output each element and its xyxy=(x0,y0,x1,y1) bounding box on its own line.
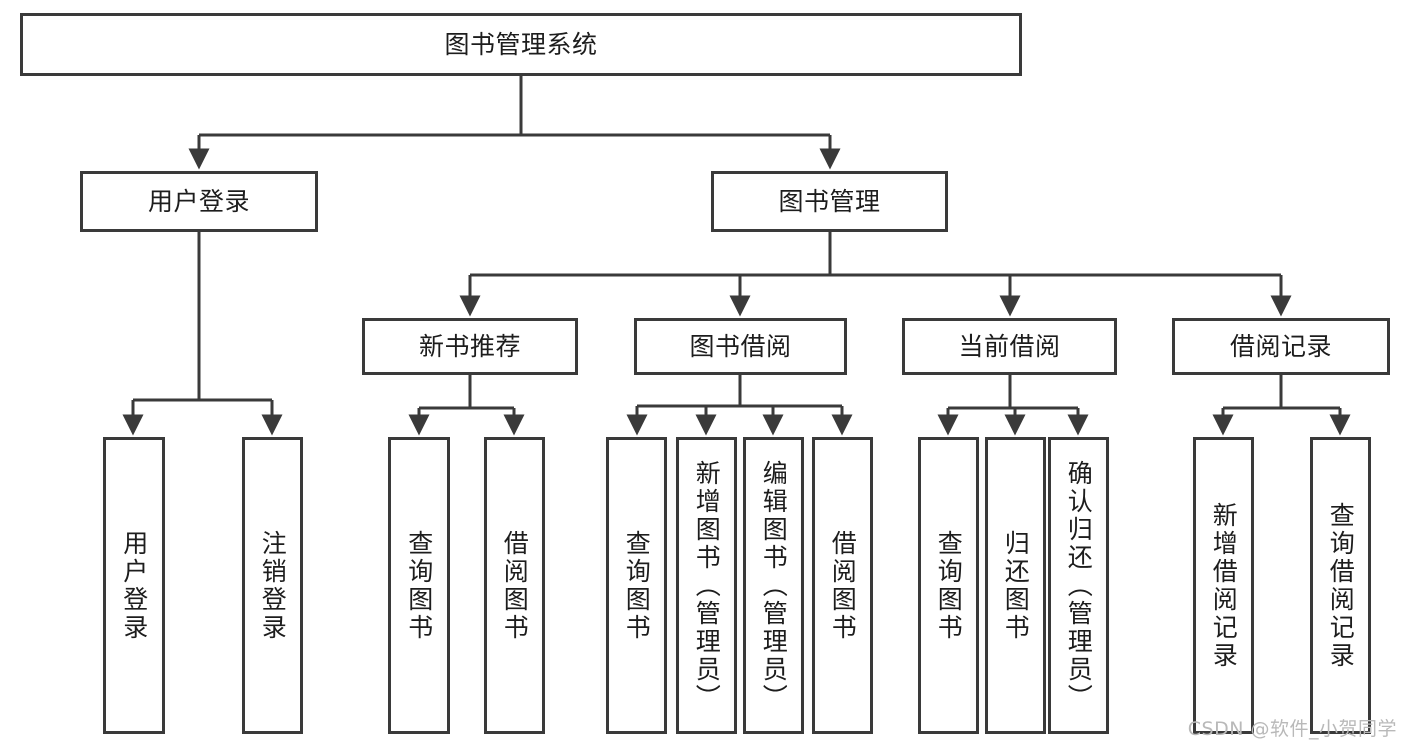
node-leaf-borrow-book-1[interactable]: 借阅图书 xyxy=(484,437,545,734)
node-leaf-return-book-label: 归还图书 xyxy=(1001,529,1031,642)
node-leaf-user-login-label: 用户登录 xyxy=(119,529,149,642)
node-leaf-add-record-label: 新增借阅记录 xyxy=(1209,501,1239,670)
node-borrow-record[interactable]: 借阅记录 xyxy=(1172,318,1390,375)
node-leaf-query-record-label: 查询借阅记录 xyxy=(1326,501,1356,670)
node-new-book-recommend[interactable]: 新书推荐 xyxy=(362,318,578,375)
node-leaf-query-book-2[interactable]: 查询图书 xyxy=(606,437,667,734)
node-leaf-query-record[interactable]: 查询借阅记录 xyxy=(1310,437,1371,734)
node-borrow-record-label: 借阅记录 xyxy=(1229,331,1332,361)
node-user-login[interactable]: 用户登录 xyxy=(80,171,318,232)
node-leaf-borrow-book-2[interactable]: 借阅图书 xyxy=(812,437,873,734)
node-leaf-query-book-3-label: 查询图书 xyxy=(934,529,964,642)
node-leaf-add-book-label: 新增图书（管理员） xyxy=(692,459,722,712)
node-root-label: 图书管理系统 xyxy=(444,29,598,59)
node-book-borrow-label: 图书借阅 xyxy=(689,331,792,361)
node-leaf-logout-login[interactable]: 注销登录 xyxy=(242,437,303,734)
node-leaf-edit-book-label: 编辑图书（管理员） xyxy=(759,459,789,712)
node-leaf-query-book-2-label: 查询图书 xyxy=(622,529,652,642)
node-leaf-borrow-book-1-label: 借阅图书 xyxy=(500,529,530,642)
node-leaf-edit-book[interactable]: 编辑图书（管理员） xyxy=(743,437,804,734)
node-leaf-logout-login-label: 注销登录 xyxy=(258,529,288,642)
node-leaf-borrow-book-2-label: 借阅图书 xyxy=(828,529,858,642)
node-current-borrow[interactable]: 当前借阅 xyxy=(902,318,1117,375)
node-leaf-query-book-1[interactable]: 查询图书 xyxy=(388,437,450,734)
node-book-borrow[interactable]: 图书借阅 xyxy=(634,318,847,375)
node-new-book-recommend-label: 新书推荐 xyxy=(418,331,521,361)
node-leaf-confirm-return-label: 确认归还（管理员） xyxy=(1064,459,1094,712)
node-leaf-add-record[interactable]: 新增借阅记录 xyxy=(1193,437,1254,734)
node-leaf-query-book-3[interactable]: 查询图书 xyxy=(918,437,979,734)
node-root-book-management-system[interactable]: 图书管理系统 xyxy=(20,13,1022,76)
node-leaf-query-book-1-label: 查询图书 xyxy=(404,529,434,642)
node-leaf-confirm-return[interactable]: 确认归还（管理员） xyxy=(1048,437,1109,734)
node-leaf-return-book[interactable]: 归还图书 xyxy=(985,437,1046,734)
node-book-management[interactable]: 图书管理 xyxy=(711,171,948,232)
node-leaf-add-book[interactable]: 新增图书（管理员） xyxy=(676,437,737,734)
node-current-borrow-label: 当前借阅 xyxy=(958,331,1061,361)
node-leaf-user-login[interactable]: 用户登录 xyxy=(103,437,165,734)
node-user-login-label: 用户登录 xyxy=(147,186,250,216)
node-book-management-label: 图书管理 xyxy=(778,186,881,216)
